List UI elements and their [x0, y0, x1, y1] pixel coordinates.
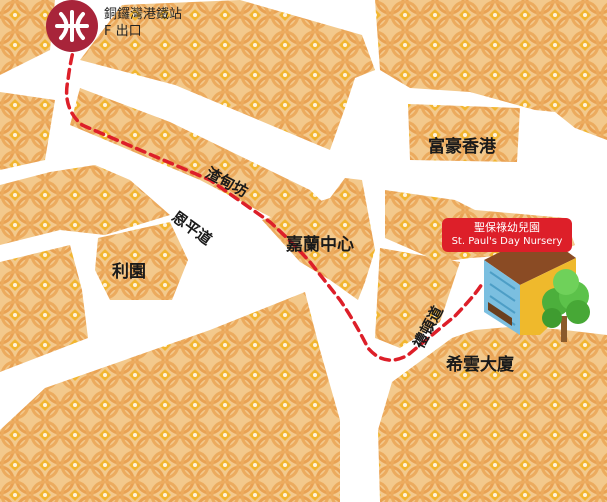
block-caroline-centre: [262, 178, 375, 300]
block-left-middle: [0, 92, 55, 170]
block-regal: [408, 104, 520, 162]
walking-route: [64, 38, 485, 362]
block-left-lower: [0, 165, 170, 245]
block-bottom-large: [0, 292, 340, 502]
destination-name-zh: 聖保祿幼兒園: [474, 221, 540, 234]
building-label-2: 嘉蘭中心: [286, 235, 354, 255]
mtr-logo: [46, 0, 98, 52]
block-jardine: [70, 88, 326, 230]
station-exit: F 出口: [104, 24, 142, 39]
block-top-right: [375, 0, 607, 140]
building-label-1: 富豪香港: [428, 137, 496, 157]
station-name: 銅鑼灣港鐵站: [104, 7, 183, 22]
block-lee-gardens: [95, 222, 188, 300]
destination-name-en: St. Paul's Day Nursery: [451, 236, 563, 247]
destination-label: 聖保祿幼兒園 St. Paul's Day Nursery: [442, 218, 572, 252]
block-bottom-right: [378, 326, 607, 502]
block-top-left: [0, 0, 55, 75]
block-top-long: [80, 0, 375, 150]
block-leighton-left: [375, 248, 460, 348]
tree-icon: [542, 269, 590, 342]
building-label-3: 利園: [112, 262, 146, 282]
block-bottom-left: [0, 245, 88, 372]
building-label-4: 希雲大廈: [446, 355, 514, 375]
